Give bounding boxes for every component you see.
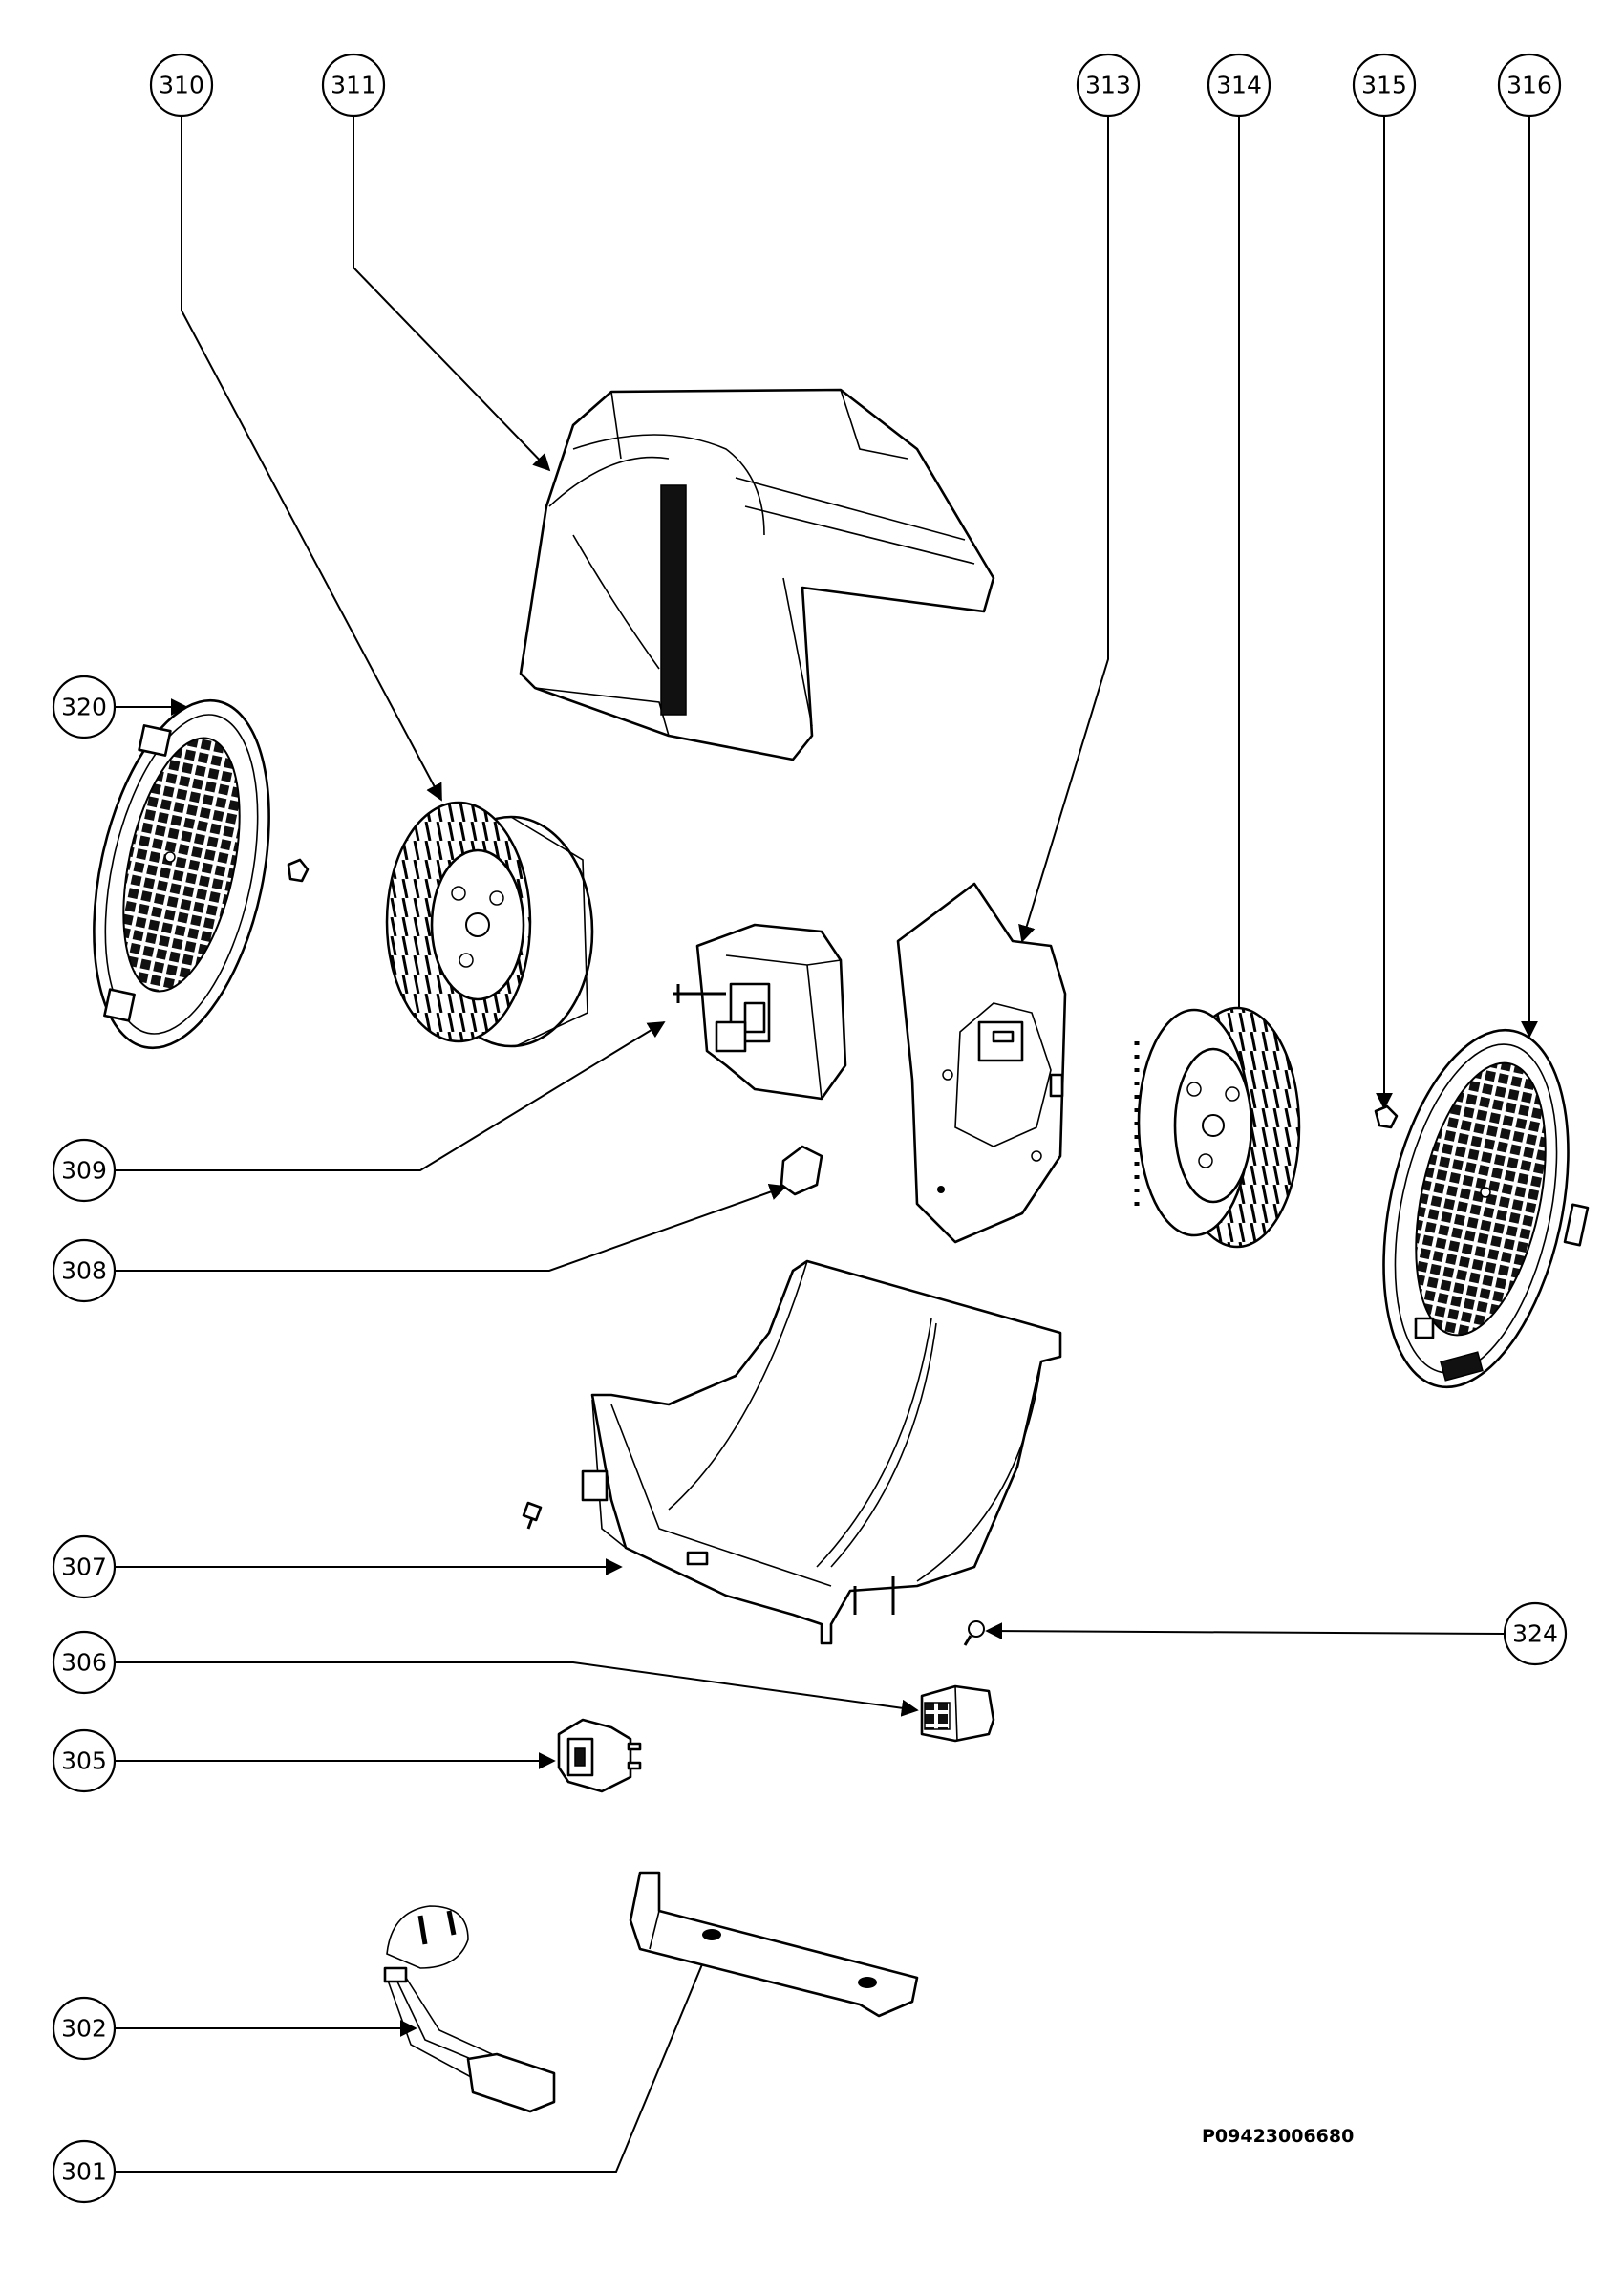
motor-back-plate	[896, 882, 1067, 1244]
nut-right	[1374, 1104, 1399, 1129]
upper-fan-housing	[519, 388, 995, 761]
svg-text:306: 306	[61, 1649, 107, 1677]
callout-315: 315	[1352, 53, 1417, 118]
callout-307: 307	[52, 1534, 117, 1599]
right-grille-cover	[1382, 1028, 1590, 1389]
svg-text:313: 313	[1085, 72, 1131, 99]
svg-text:309: 309	[61, 1157, 107, 1185]
callout-302: 302	[52, 1996, 117, 2061]
callout-bubbles: 310 311 313 314 315 316 320 309	[52, 53, 1568, 2204]
leader-324	[985, 1622, 1506, 1640]
callout-308: 308	[52, 1238, 117, 1303]
callout-309: 309	[52, 1138, 117, 1203]
small-clip	[780, 1145, 823, 1196]
callout-316: 316	[1497, 53, 1562, 118]
callout-313: 313	[1076, 53, 1141, 118]
fan-motor	[673, 923, 847, 1101]
svg-text:314: 314	[1216, 72, 1262, 99]
leader-310	[181, 117, 442, 802]
svg-text:324: 324	[1512, 1620, 1558, 1648]
callout-314: 314	[1207, 53, 1271, 118]
leader-306	[115, 1661, 919, 1717]
svg-text:307: 307	[61, 1554, 107, 1581]
leader-309	[115, 1021, 666, 1171]
power-cable	[383, 1905, 556, 2113]
svg-text:315: 315	[1361, 72, 1407, 99]
svg-text:310: 310	[159, 72, 204, 99]
svg-text:305: 305	[61, 1747, 107, 1775]
right-fan-wheel	[1134, 1006, 1301, 1249]
svg-text:311: 311	[331, 72, 376, 99]
callout-311: 311	[321, 53, 386, 118]
screw-left	[522, 1501, 543, 1530]
power-socket	[557, 1718, 642, 1793]
leader-313	[1018, 117, 1109, 943]
screw-right	[963, 1620, 985, 1646]
bottom-bracket-plate	[629, 1871, 919, 2018]
leader-lines	[115, 117, 1538, 2173]
nut-left	[287, 858, 310, 883]
document-code: P09423006680	[1202, 2126, 1355, 2147]
leader-301	[115, 1928, 719, 2173]
callout-310: 310	[149, 53, 214, 118]
svg-text:308: 308	[61, 1257, 107, 1285]
callout-324: 324	[1503, 1601, 1568, 1666]
lower-fan-housing	[581, 1259, 1062, 1645]
callout-301: 301	[52, 2139, 117, 2204]
svg-text:316: 316	[1506, 72, 1552, 99]
callout-320: 320	[52, 675, 117, 739]
connector-block	[920, 1684, 995, 1743]
svg-text:302: 302	[61, 2015, 107, 2043]
leader-308	[115, 1183, 787, 1272]
svg-text:320: 320	[61, 694, 107, 721]
svg-text:301: 301	[61, 2158, 107, 2186]
left-fan-wheel	[385, 801, 594, 1048]
callout-305: 305	[52, 1728, 117, 1793]
callout-306: 306	[52, 1630, 117, 1695]
leader-311	[353, 117, 551, 472]
left-grille-cover	[93, 698, 270, 1050]
